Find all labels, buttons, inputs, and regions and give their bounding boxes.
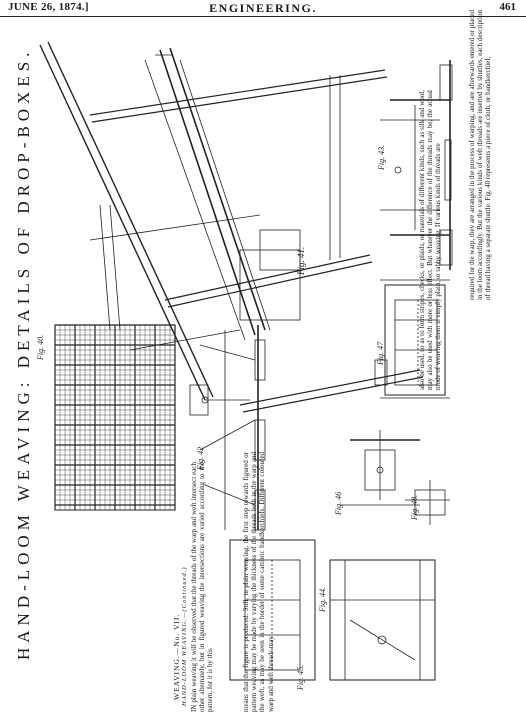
article-column-1: IN plain weaving it will be observed tha… <box>190 462 215 712</box>
fig41-label: Fig. 41. <box>296 246 306 275</box>
header-journal: ENGINEERING. <box>209 1 317 15</box>
article-column-4: required for the warp, they are arranged… <box>468 10 493 300</box>
header-date: JUNE 26, 1874.] <box>8 1 89 13</box>
fig44-lever-drawing <box>329 559 436 681</box>
plate-title: HAND-LOOM WEAVING: DETAILS OF DROP-BOXES… <box>14 47 33 660</box>
article-column-2: means that the figure is produced. Still… <box>242 452 275 712</box>
fig44-label: Fig. 44. <box>318 586 327 612</box>
fig46-detail-drawing <box>340 430 420 506</box>
article-heading: WEAVING.—No. VII. <box>172 613 181 700</box>
fig40-label: Fig. 40. <box>36 334 45 360</box>
running-header: JUNE 26, 1874.] ENGINEERING. 461 <box>0 0 526 17</box>
fig45-box-drawing <box>229 539 316 681</box>
article-column-3: also be used, so as to form stripes, che… <box>418 90 443 390</box>
fig41-loom-drawing <box>39 41 424 416</box>
fig42-drop-box-drawing <box>199 325 266 531</box>
fig48-detail-drawing <box>405 480 450 525</box>
fig45-label: Fig. 45. <box>296 664 305 690</box>
fig40-cloth-drawing <box>54 324 176 511</box>
fig48-label: Fig. 48. <box>410 494 419 520</box>
fig43-drop-box-drawing <box>380 60 453 270</box>
article-subheading: HAND-LOOM WEAVING.—(Continued.) <box>181 566 188 706</box>
fig46-label: Fig. 46 <box>334 491 343 515</box>
header-page-number: 461 <box>499 1 517 13</box>
fig47-shuttle-box-drawing <box>380 279 450 399</box>
fig47-label: Fig. 47 <box>376 341 385 365</box>
fig43-label: Fig. 43. <box>377 144 386 170</box>
